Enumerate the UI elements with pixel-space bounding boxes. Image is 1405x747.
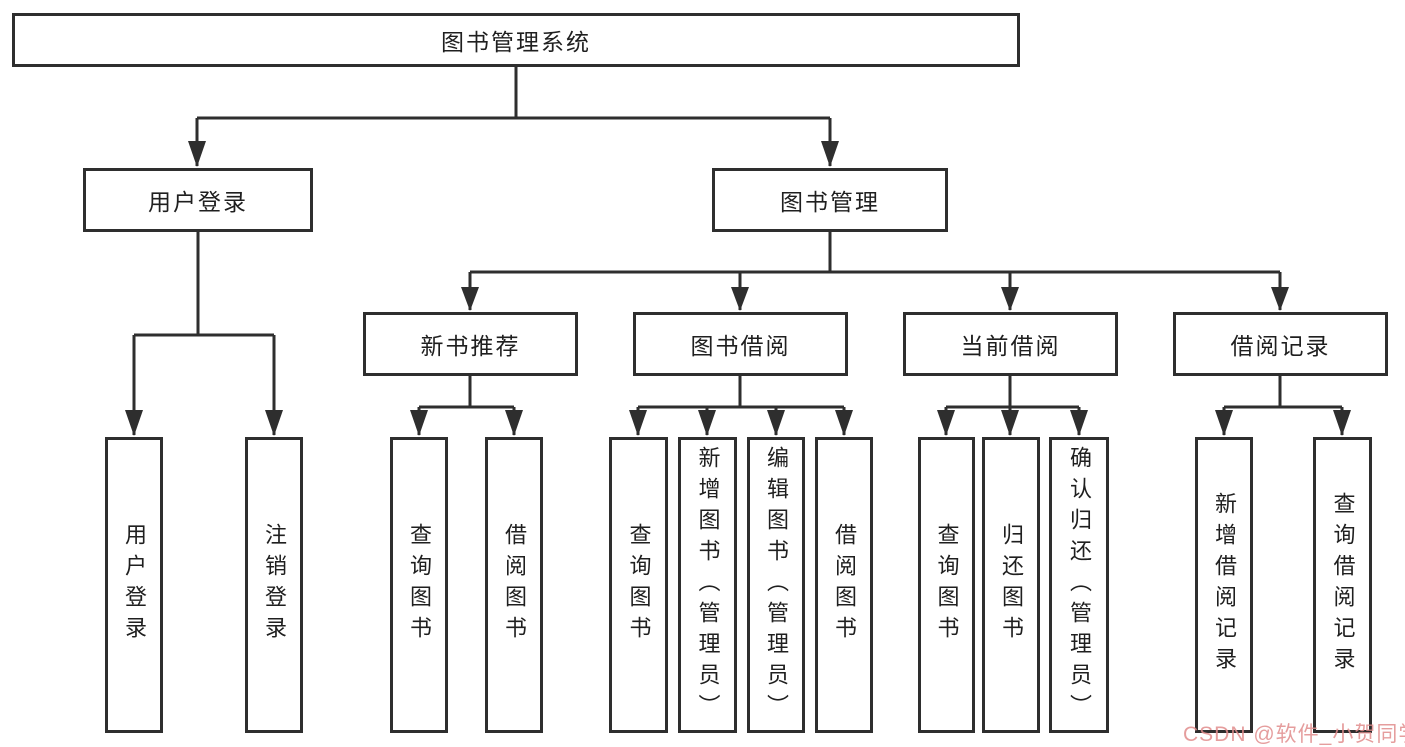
node-login: 用户登录 (83, 168, 313, 232)
node-root-label: 图书管理系统 (441, 29, 591, 55)
node-query-book-1-label: 查询图书 (407, 523, 432, 647)
node-current-borrow: 当前借阅 (903, 312, 1118, 376)
csdn-watermark: CSDN @软件_小贺同学 (1183, 723, 1405, 746)
node-borrow-book-2: 借阅图书 (815, 437, 873, 733)
node-user-login-label: 用户登录 (122, 523, 147, 647)
node-query-book-3-label: 查询图书 (934, 523, 960, 647)
node-book-mgmt: 图书管理 (712, 168, 948, 232)
node-book-mgmt-label: 图书管理 (780, 189, 880, 215)
node-edit-book-label: 编辑图书（管理员） (764, 445, 789, 725)
node-query-book-1: 查询图书 (390, 437, 448, 733)
node-add-record: 新增借阅记录 (1195, 437, 1253, 733)
node-root: 图书管理系统 (12, 13, 1020, 67)
node-add-book-label: 新增图书（管理员） (695, 445, 721, 725)
node-borrow-record-label: 借阅记录 (1230, 333, 1331, 359)
node-confirm-return-label: 确认归还（管理员） (1067, 445, 1092, 725)
node-query-book-3: 查询图书 (918, 437, 975, 733)
node-query-record-label: 查询借阅记录 (1330, 492, 1356, 678)
node-login-label: 用户登录 (148, 189, 248, 215)
node-new-book-label: 新书推荐 (420, 333, 521, 359)
node-borrow-book-2-label: 借阅图书 (832, 523, 857, 647)
node-book-borrow: 图书借阅 (633, 312, 848, 376)
node-return-book-label: 归还图书 (999, 523, 1024, 647)
node-add-book: 新增图书（管理员） (678, 437, 737, 733)
node-borrow-book-1: 借阅图书 (485, 437, 543, 733)
node-new-book: 新书推荐 (363, 312, 578, 376)
node-logout-label: 注销登录 (262, 523, 287, 647)
node-return-book: 归还图书 (982, 437, 1040, 733)
node-confirm-return: 确认归还（管理员） (1049, 437, 1109, 733)
node-user-login: 用户登录 (105, 437, 163, 733)
node-query-book-2: 查询图书 (609, 437, 668, 733)
node-current-borrow-label: 当前借阅 (960, 333, 1061, 359)
node-book-borrow-label: 图书借阅 (690, 333, 791, 359)
node-borrow-record: 借阅记录 (1173, 312, 1388, 376)
node-logout: 注销登录 (245, 437, 303, 733)
node-query-record: 查询借阅记录 (1313, 437, 1372, 733)
node-add-record-label: 新增借阅记录 (1212, 492, 1237, 678)
node-query-book-2-label: 查询图书 (626, 523, 652, 647)
node-edit-book: 编辑图书（管理员） (747, 437, 805, 733)
node-borrow-book-1-label: 借阅图书 (502, 523, 527, 647)
